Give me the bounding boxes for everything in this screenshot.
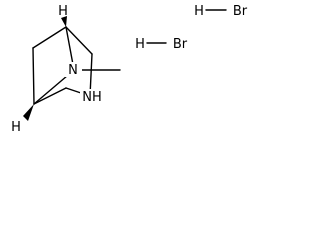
h-top-label: H xyxy=(58,4,68,19)
wedge-bond-bottom xyxy=(23,104,34,121)
n-methyl-knockout xyxy=(65,62,82,77)
molecule-drawing: N NH H H H Br H Br xyxy=(11,4,248,135)
bond-c1-c6 xyxy=(32,26,67,49)
hbr-1-br: Br xyxy=(233,4,248,19)
n-methyl-label: N xyxy=(68,63,78,78)
wedge-bond-top xyxy=(61,16,67,27)
hbr-2-h: H xyxy=(135,37,145,52)
nh-label: NH xyxy=(82,90,102,105)
hbr-2-br: Br xyxy=(173,37,188,52)
atom-labels: N NH H H xyxy=(11,4,104,135)
hbr-salt-1: H Br xyxy=(194,4,248,19)
bond-c1-c7 xyxy=(65,26,93,55)
bond-c3-c4 xyxy=(33,87,67,105)
nh-knockout xyxy=(80,89,104,104)
hbr-salt-2: H Br xyxy=(135,37,188,52)
bond-c6-c4 xyxy=(32,47,35,105)
h-bottom-label: H xyxy=(11,120,21,135)
hbr-1-h: H xyxy=(194,4,204,19)
